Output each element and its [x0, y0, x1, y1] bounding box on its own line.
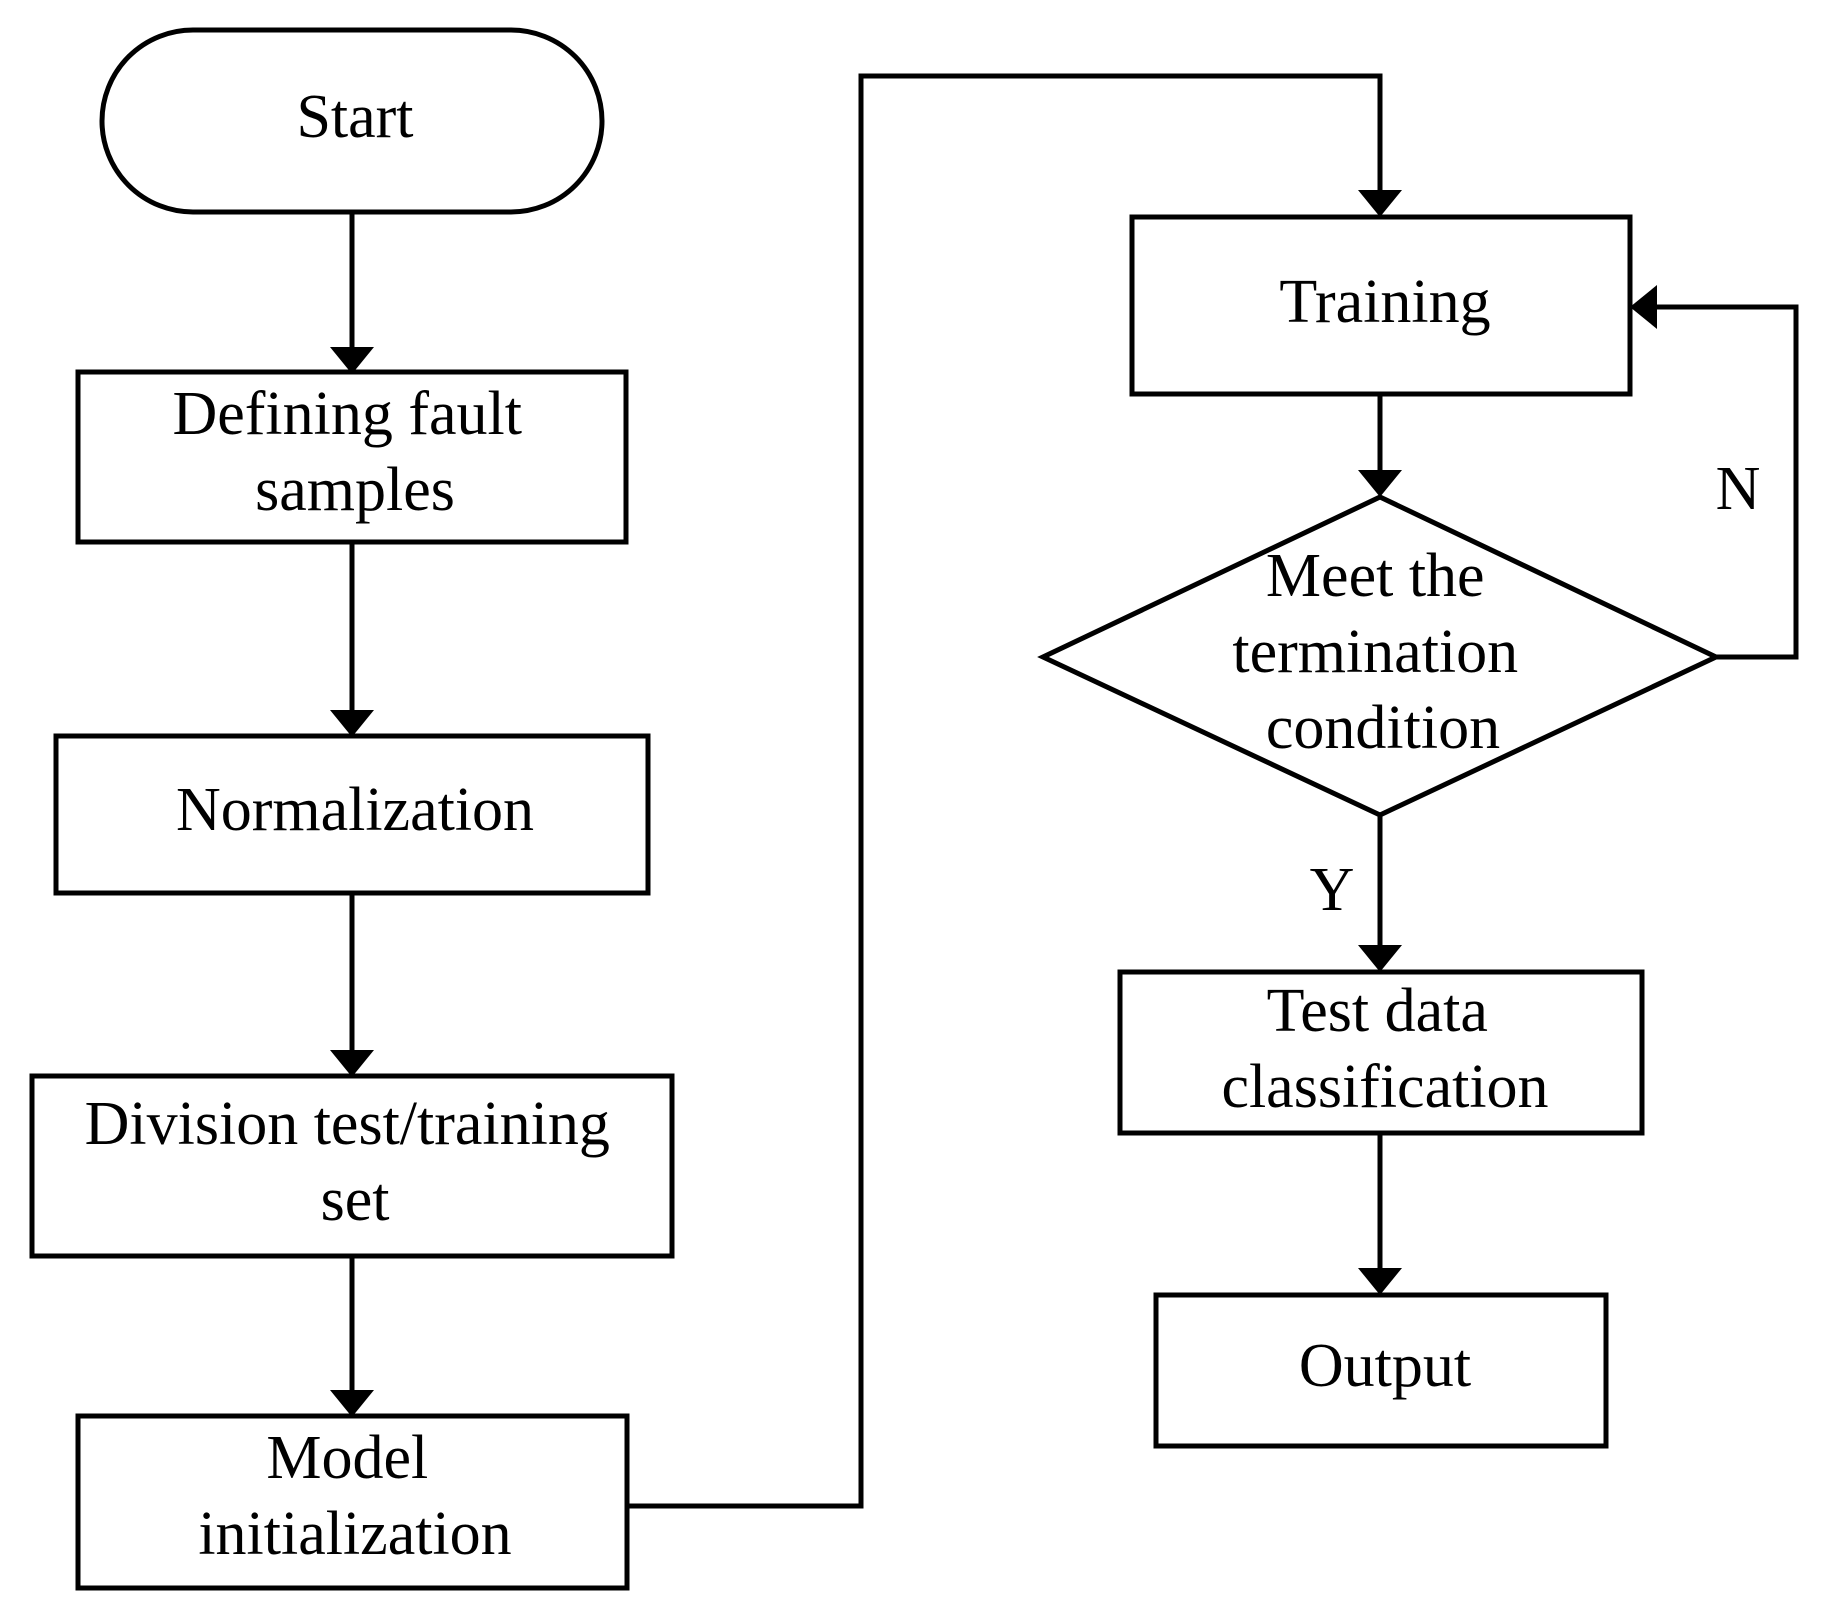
test-classification-label-line-1: Test data [1267, 977, 1488, 1045]
node-test-data-classification: Test data classification [1117, 969, 1645, 1136]
svg-text:Output: Output [1299, 1332, 1471, 1400]
edge-decision-no-loop [1652, 304, 1799, 660]
process-box [75, 1413, 630, 1591]
output-label: Output [1299, 1332, 1471, 1400]
decision-label-line-2: termination [1232, 618, 1518, 686]
defining-label-line-1: Defining fault [172, 380, 522, 448]
arrowhead-test-classification [1358, 945, 1402, 972]
decision-label-line-1: Meet the [1266, 542, 1485, 610]
node-division-test-training-set: Division test/training set [29, 1073, 675, 1259]
process-box [1153, 1292, 1609, 1449]
connectors [330, 73, 1799, 1509]
defining-label-line-2: samples [255, 456, 455, 524]
svg-text:Start: Start [296, 83, 413, 151]
node-normalization: Normalization [53, 733, 651, 896]
svg-text:Model initialization: Model initialization [198, 1424, 511, 1568]
node-termination-decision: Meet the termination condition [1037, 494, 1722, 818]
process-box [1129, 214, 1633, 397]
process-box [53, 733, 651, 896]
arrowhead-normalization [330, 710, 374, 737]
division-label-line-2: set [321, 1166, 390, 1234]
arrowhead-training-loop [1630, 285, 1657, 329]
model-init-label-line-1: Model [266, 1424, 428, 1492]
training-label: Training [1279, 268, 1490, 336]
node-model-initialization: Model initialization [75, 1413, 630, 1591]
svg-text:Meet the termination: Meet the termination condition [1232, 542, 1533, 762]
node-defining-fault-samples: Defining fault samples [75, 369, 629, 545]
arrowhead-defining [330, 347, 374, 374]
svg-text:Defining fault samples: Defining fault samples [172, 380, 537, 524]
start-label: Start [296, 83, 413, 151]
arrowhead-output [1358, 1268, 1402, 1295]
svg-text:Normalization: Normalization [176, 776, 534, 844]
svg-text:Test data classification: Test data classification [1221, 977, 1548, 1121]
terminator-shape [99, 27, 605, 215]
node-start: Start [99, 27, 605, 215]
edge-label-no: N [1716, 455, 1761, 523]
svg-text:Training: Training [1279, 268, 1490, 336]
model-init-label-line-2: initialization [198, 1500, 511, 1568]
svg-text:Division test/training s: Division test/training set [85, 1090, 626, 1234]
edge-model-init-to-training [627, 73, 1383, 1509]
process-box [75, 369, 629, 545]
process-box [1117, 969, 1645, 1136]
arrowhead-training [1358, 190, 1402, 217]
node-output: Output [1153, 1292, 1609, 1449]
division-label-line-1: Division test/training [85, 1090, 610, 1158]
node-training: Training [1129, 214, 1633, 397]
decision-diamond [1037, 494, 1722, 818]
test-classification-label-line-2: classification [1221, 1053, 1548, 1121]
edge-label-yes: Y [1310, 856, 1355, 924]
arrowhead-model-init [330, 1390, 374, 1417]
arrowhead-division [330, 1050, 374, 1077]
decision-label-line-3: condition [1266, 694, 1500, 762]
normalization-label: Normalization [176, 776, 534, 844]
process-box [29, 1073, 675, 1259]
arrowhead-decision [1358, 470, 1402, 497]
